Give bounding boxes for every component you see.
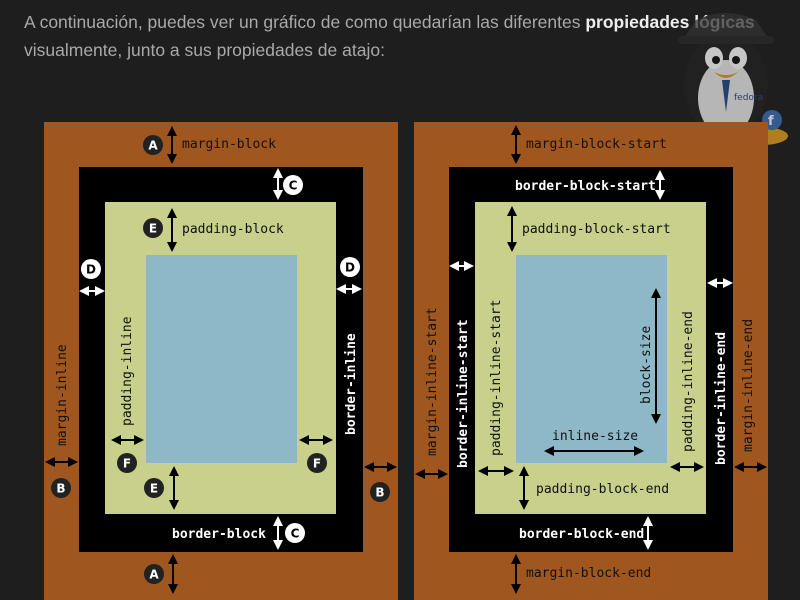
badge-e-top: E <box>143 218 163 238</box>
svg-text:C: C <box>289 179 298 193</box>
left-diagram: A margin-block C E padding-block D D <box>44 122 398 600</box>
label-margin-block-end: margin-block-end <box>526 566 651 581</box>
label-border-inline-start: border-inline-start <box>456 319 471 468</box>
svg-text:C: C <box>291 527 300 541</box>
svg-text:A: A <box>149 568 159 582</box>
badge-c-bottom: C <box>285 523 305 543</box>
left-content-area <box>146 255 297 463</box>
label-border-inline-end: border-inline-end <box>714 332 729 465</box>
svg-text:B: B <box>375 486 384 500</box>
badge-d-right: D <box>340 257 360 277</box>
badge-d-left: D <box>81 259 101 279</box>
badge-f-right: F <box>307 453 327 473</box>
label-margin-inline-start: margin-inline-start <box>425 307 440 456</box>
fedora-badge: fedora <box>734 93 763 103</box>
badge-a-bottom: A <box>144 564 164 584</box>
label-margin-block: margin-block <box>182 137 276 152</box>
svg-text:F: F <box>123 457 131 471</box>
label-padding-inline-start: padding-inline-start <box>489 299 504 456</box>
intro-text-after: visualmente, junto a sus propiedades de … <box>24 40 385 60</box>
label-border-block-end: border-block-end <box>519 527 644 542</box>
svg-text:F: F <box>313 457 321 471</box>
label-border-block-start: border-block-start <box>515 179 656 194</box>
badge-c-top: C <box>283 175 303 195</box>
svg-text:E: E <box>149 222 157 236</box>
svg-text:A: A <box>148 139 158 153</box>
label-inline-size: inline-size <box>552 429 638 444</box>
right-diagram: margin-block-start border-block-start pa… <box>414 122 768 600</box>
label-border-inline: border-inline <box>344 333 359 435</box>
svg-text:D: D <box>345 261 355 275</box>
label-margin-block-start: margin-block-start <box>526 137 667 152</box>
label-margin-inline: margin-inline <box>55 344 70 446</box>
svg-text:D: D <box>86 263 96 277</box>
badge-b-left: B <box>51 478 71 498</box>
intro-text-before: A continuación, puedes ver un gráfico de… <box>24 12 586 32</box>
label-padding-inline: padding-inline <box>120 316 135 426</box>
badge-f-left: F <box>117 453 137 473</box>
badge-e-bottom: E <box>144 478 164 498</box>
label-padding-block: padding-block <box>182 222 284 237</box>
label-padding-block-end: padding-block-end <box>536 482 669 497</box>
right-content-area <box>516 255 667 463</box>
label-margin-inline-end: margin-inline-end <box>741 319 756 452</box>
svg-text:f: f <box>768 114 774 129</box>
svg-text:E: E <box>150 482 158 496</box>
label-padding-inline-end: padding-inline-end <box>681 311 696 452</box>
svg-text:B: B <box>56 482 65 496</box>
label-border-block: border-block <box>172 527 266 542</box>
badge-b-right: B <box>370 482 390 502</box>
label-block-size: block-size <box>639 326 654 404</box>
label-padding-block-start: padding-block-start <box>522 222 671 237</box>
badge-a-top: A <box>143 135 163 155</box>
